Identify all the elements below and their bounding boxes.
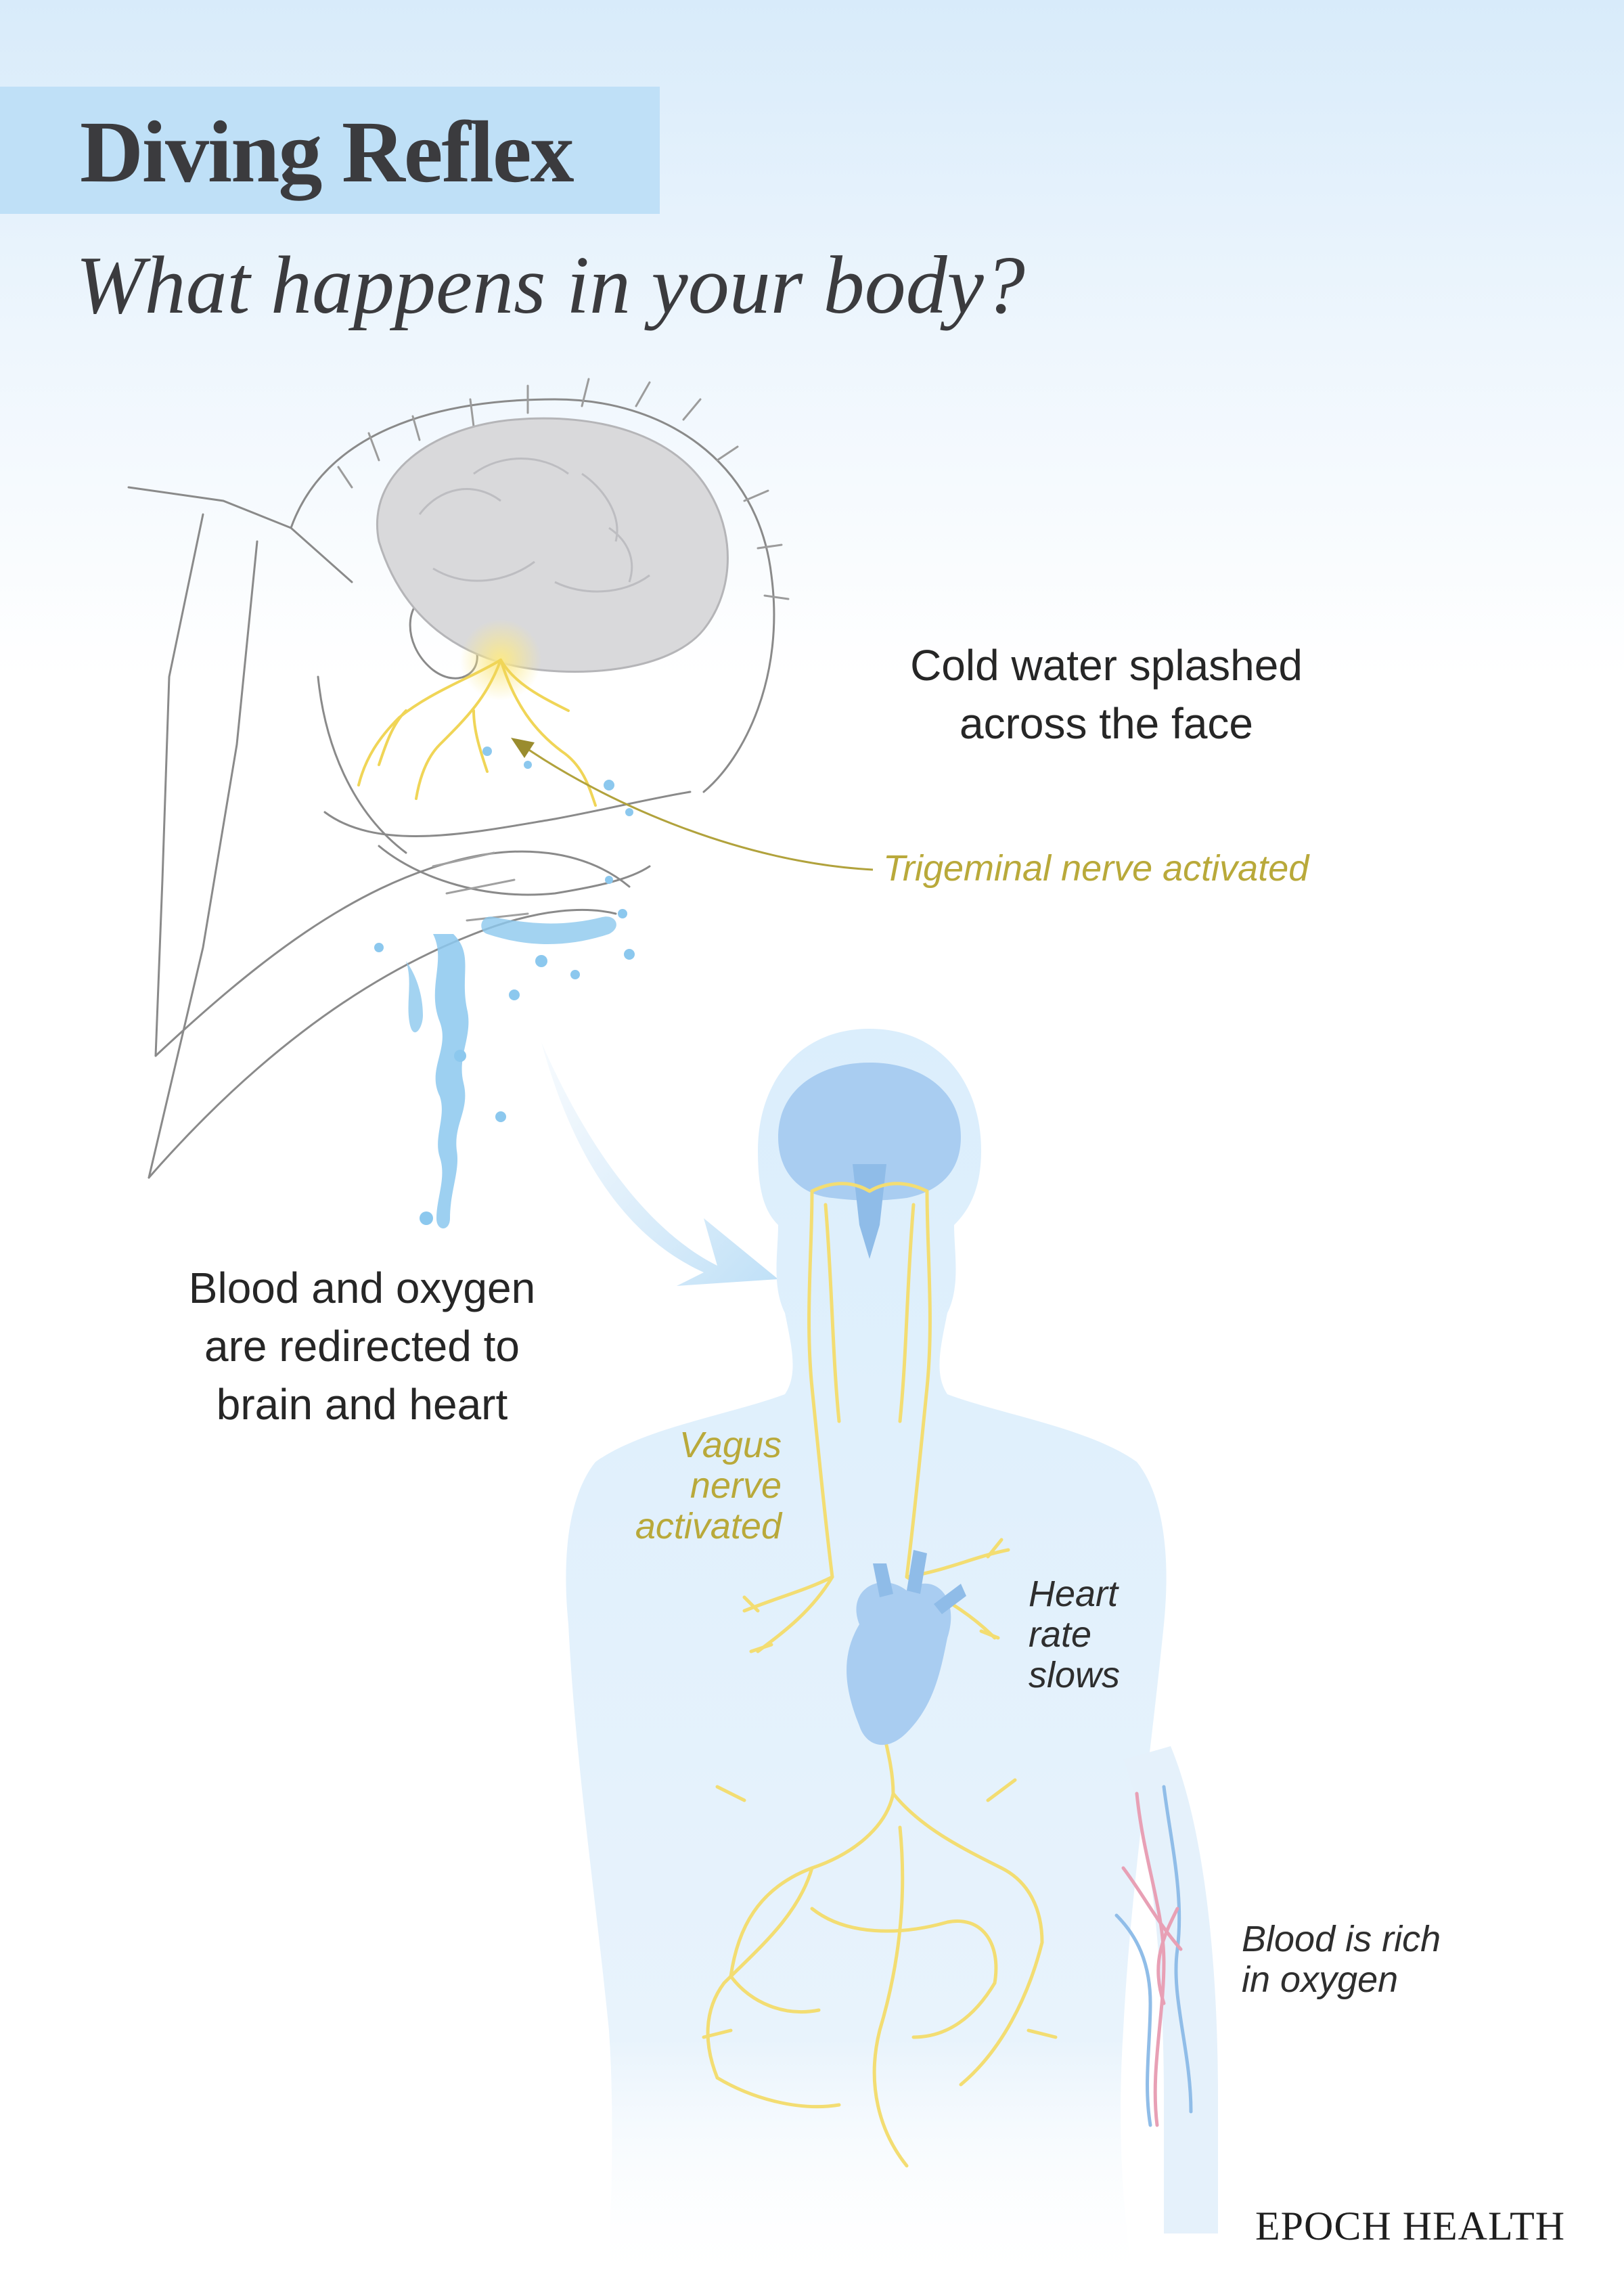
title-band xyxy=(0,87,660,214)
trigeminal-pointer xyxy=(511,738,874,871)
label-trigeminal: Trigeminal nerve activated xyxy=(883,848,1309,889)
blood-vessels xyxy=(1114,1785,1193,2127)
label-cold-water: Cold water splashed across the face xyxy=(893,636,1320,753)
label-blood-oxygen: Blood is rich in oxygen xyxy=(1242,1919,1441,2000)
page-title: Diving Reflex xyxy=(80,104,574,201)
page-subtitle: What happens in your body? xyxy=(76,240,1025,331)
blood-redirect-text: Blood and oxygen are redirected to brain… xyxy=(188,1264,536,1429)
heart-icon xyxy=(847,1550,966,1745)
heart-rate-text: Heart rate slows xyxy=(1029,1574,1121,1695)
label-blood-redirect: Blood and oxygen are redirected to brain… xyxy=(169,1259,555,1433)
brain-sketch xyxy=(376,417,729,700)
face-splash-sketch xyxy=(127,378,790,1179)
forearm xyxy=(1123,1746,1218,2233)
vagus-nerve xyxy=(702,1182,1058,2168)
vagus-text: Vagus nerve activated xyxy=(635,1425,782,1547)
blood-oxygen-text: Blood is rich in oxygen xyxy=(1242,1919,1441,2000)
water-splash xyxy=(374,747,635,1228)
label-vagus: Vagus nerve activated xyxy=(609,1425,782,1547)
trigeminal-nerve xyxy=(357,659,597,807)
flow-arrow-icon xyxy=(541,1042,778,1286)
brand-logo: EPOCH HEALTH xyxy=(1255,2204,1566,2248)
label-heart-rate: Heart rate slows xyxy=(1029,1574,1120,1695)
cold-water-text: Cold water splashed across the face xyxy=(910,641,1303,748)
